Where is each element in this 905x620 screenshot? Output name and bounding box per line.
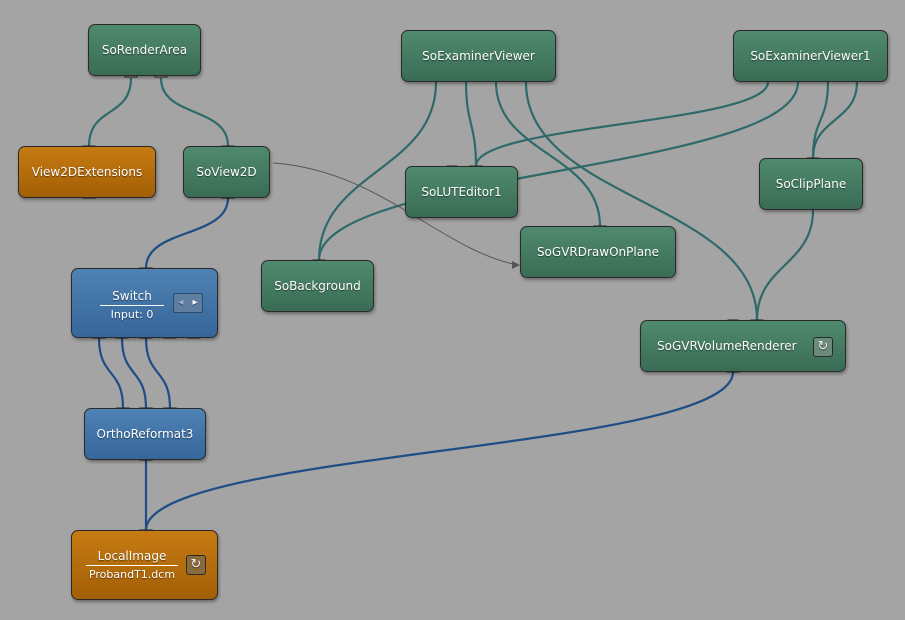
module-label: SoGVRVolumeRenderer — [657, 339, 797, 353]
module-ortho-reformat3[interactable]: OrthoReformat3 — [84, 408, 206, 460]
connection[interactable] — [144, 371, 735, 531]
module-so-clip-plane[interactable]: SoClipPlane — [759, 158, 863, 210]
module-label: SoBackground — [274, 279, 361, 293]
prev-icon[interactable]: ◂ — [178, 297, 184, 308]
connection[interactable] — [87, 77, 133, 147]
module-so-gvr-draw-on-plane[interactable]: SoGVRDrawOnPlane — [520, 226, 676, 278]
module-label: LocalImage — [85, 549, 179, 566]
module-so-examiner-viewer[interactable]: SoExaminerViewer — [401, 30, 556, 82]
module-so-lut-editor1[interactable]: SoLUTEditor1 — [405, 166, 518, 218]
module-label: SoView2D — [196, 165, 257, 179]
connection[interactable] — [494, 81, 602, 227]
module-label: SoLUTEditor1 — [421, 185, 502, 199]
switch-input-value: Input: 0 — [110, 308, 154, 321]
module-label: SoExaminerViewer1 — [750, 49, 871, 63]
module-local-image[interactable]: LocalImage ProbandT1.dcm ↻ — [71, 530, 218, 600]
connection[interactable] — [474, 81, 770, 167]
module-so-render-area[interactable]: SoRenderArea — [88, 24, 201, 76]
arrow-head-icon — [512, 261, 520, 269]
connection[interactable] — [120, 337, 148, 409]
input-stepper[interactable]: ◂▸ — [173, 293, 203, 313]
module-label: SoClipPlane — [775, 177, 847, 191]
connection[interactable] — [524, 81, 759, 321]
module-so-examiner-viewer1[interactable]: SoExaminerViewer1 — [733, 30, 888, 82]
module-label: OrthoReformat3 — [96, 427, 194, 441]
module-label: View2DExtensions — [31, 165, 143, 179]
module-label: SoGVRDrawOnPlane — [536, 245, 660, 259]
connection[interactable] — [317, 81, 438, 261]
connection[interactable] — [144, 197, 230, 269]
connection[interactable] — [464, 81, 478, 167]
refresh-icon[interactable]: ↻ — [813, 337, 833, 357]
module-so-gvr-volume-renderer[interactable]: SoGVRVolumeRenderer ↻ — [640, 320, 846, 372]
connection[interactable] — [755, 209, 815, 321]
next-icon[interactable]: ▸ — [192, 297, 198, 308]
connection[interactable] — [811, 81, 859, 159]
module-label: Switch — [100, 289, 164, 306]
module-view2d-extensions[interactable]: View2DExtensions — [18, 146, 156, 198]
module-label: SoRenderArea — [101, 43, 188, 57]
module-label: SoExaminerViewer — [422, 49, 535, 63]
connection[interactable] — [97, 337, 125, 409]
connection[interactable] — [144, 337, 172, 409]
refresh-icon[interactable]: ↻ — [186, 555, 206, 575]
connection[interactable] — [317, 81, 800, 261]
file-name: ProbandT1.dcm — [88, 568, 176, 581]
module-switch[interactable]: Switch Input: 0 ◂▸ — [71, 268, 218, 338]
connection[interactable] — [159, 77, 230, 147]
module-so-background[interactable]: SoBackground — [261, 260, 374, 312]
module-so-view2d[interactable]: SoView2D — [183, 146, 270, 198]
